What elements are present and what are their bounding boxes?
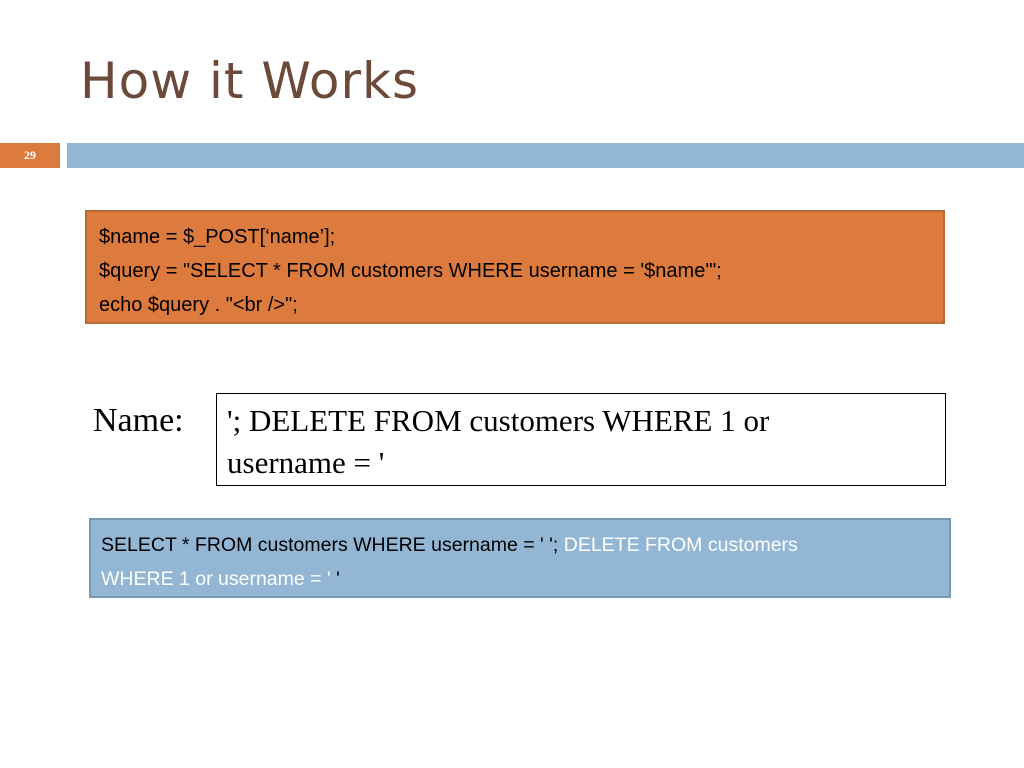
query-select-part: SELECT * FROM customers WHERE username =… (101, 534, 559, 556)
slide-title: How it Works (80, 52, 420, 110)
name-label: Name: (93, 402, 184, 439)
php-code-box: $name = $_POST[‘name’]; $query = "SELECT… (85, 210, 945, 324)
header-bar (67, 143, 1024, 168)
name-input[interactable]: '; DELETE FROM customers WHERE 1 or user… (216, 393, 946, 486)
query-delete-part: DELETE FROM customers (558, 534, 798, 556)
code-line-query: $query = "SELECT * FROM customers WHERE … (99, 260, 722, 282)
code-line-echo: echo $query . "<br />"; (99, 294, 298, 316)
input-value-line-1: '; DELETE FROM customers WHERE 1 or (227, 403, 770, 438)
resulting-query-box: SELECT * FROM customers WHERE username =… (89, 518, 951, 598)
input-value-line-2: username = ' (227, 445, 385, 480)
query-where-part: WHERE 1 or username = ' (101, 568, 331, 590)
code-line-name: $name = $_POST[‘name’]; (99, 226, 336, 248)
query-closing-quote: ' (330, 568, 340, 590)
slide-number: 29 (0, 143, 60, 168)
